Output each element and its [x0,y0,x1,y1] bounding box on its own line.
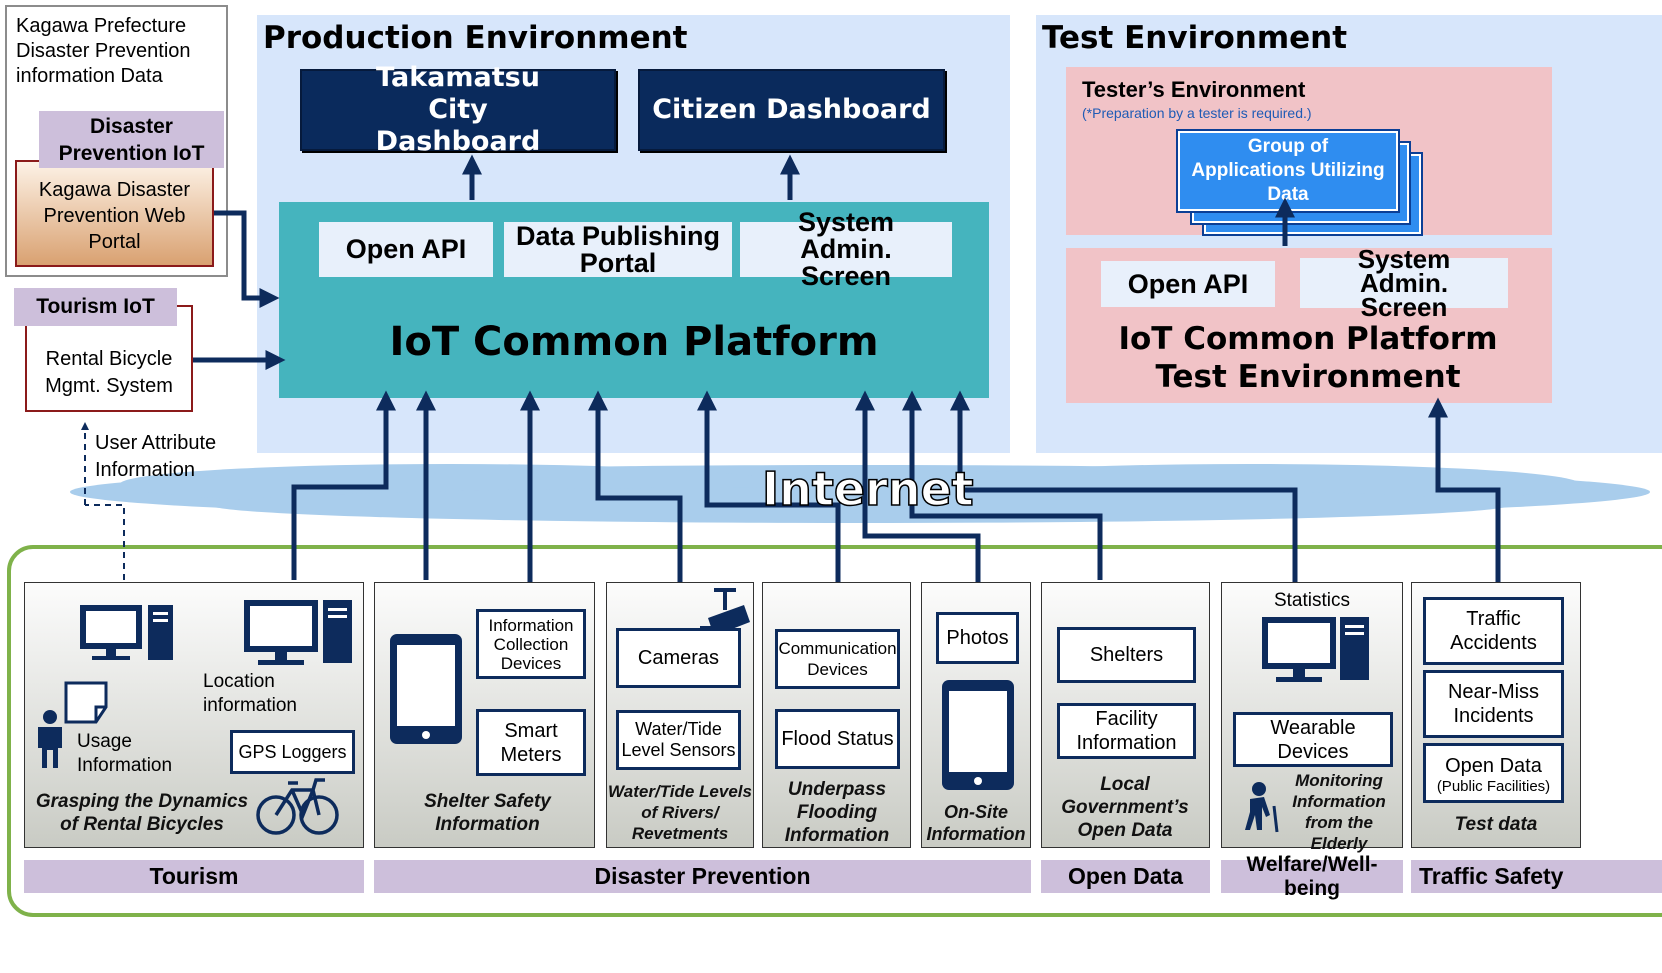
open-data-box[interactable]: Open Data (Public Facilities) [1423,743,1564,803]
computer-icon-3 [1262,617,1369,682]
disaster-prevention-iot-label: Disaster Prevention IoT [39,111,224,168]
traffic-caption: Test data [1454,813,1538,835]
data-sources-frame [7,545,1662,917]
near-miss-box[interactable]: Near-Miss Incidents [1423,670,1564,738]
shelter-caption: Shelter Safety Information [424,791,551,835]
category-open-data: Open Data [1041,860,1210,893]
test-admin-screen-box[interactable]: System Admin. Screen [1300,246,1508,320]
category-tourism: Tourism [24,860,364,893]
person-document-icon [38,681,108,768]
gps-loggers-box[interactable]: GPS Loggers [230,730,355,774]
open-api-box[interactable]: Open API [319,222,493,277]
water-sensors-box[interactable]: Water/Tide Level Sensors [616,710,741,770]
underpass-caption: Underpass Flooding Information [784,778,890,846]
production-environment-title: Production Environment [263,20,688,56]
data-publishing-portal-box[interactable]: Data Publishing Portal [504,222,732,277]
platform-title: IoT Common Platform [389,319,879,365]
cameras-box[interactable]: Cameras [616,628,741,688]
statistics-label: Statistics [1273,590,1351,611]
test-platform-title: IoT Common Platform Test Environment [1118,321,1498,395]
info-collection-devices-box[interactable]: Information Collection Devices [476,609,586,679]
category-welfare: Welfare/Well-being [1221,853,1403,900]
water-caption: Water/Tide Levels of Rivers/ Revetments [608,781,752,843]
rental-bicycle-system-label: Rental Bicycle Mgmt. System [45,348,173,397]
kagawa-portal-label: Kagawa Disaster Prevention Web Portal [38,179,191,253]
smart-meters-box[interactable]: Smart Meters [476,709,586,776]
category-traffic-safety: Traffic Safety [1411,860,1662,893]
bicycle-icon [256,778,339,835]
opendata-caption: Local Government’s Open Data [1061,773,1189,841]
open-data-sub-label: (Public Facilities) [1436,778,1551,795]
internet-label: Internet [761,461,974,517]
elderly-person-icon [1245,782,1279,833]
citizen-dashboard[interactable]: Citizen Dashboard [638,69,945,151]
welfare-caption: Monitoring Information from the Elderly [1292,771,1386,853]
test-environment-title: Test Environment [1042,20,1348,56]
user-attribute-label: User Attribute Information [95,432,217,481]
tester-note: (*Preparation by a tester is required.) [1082,105,1312,121]
communication-devices-box[interactable]: Communication Devices [775,629,900,689]
photos-box[interactable]: Photos [936,612,1019,664]
location-info-label: Location information [203,671,297,716]
tourism-caption: Grasping the Dynamics of Rental Bicycles [35,791,249,835]
computer-icon [80,605,173,660]
facility-info-box[interactable]: Facility Information [1057,703,1196,759]
shelters-box[interactable]: Shelters [1057,627,1196,683]
traffic-accidents-box[interactable]: Traffic Accidents [1423,597,1564,665]
wearable-devices-box[interactable]: Wearable Devices [1233,712,1393,767]
category-disaster-prevention: Disaster Prevention [374,860,1031,893]
test-open-api-box[interactable]: Open API [1101,261,1275,307]
computer-icon-2 [244,600,352,665]
kagawa-title: Kagawa Prefecture Disaster Prevention in… [16,15,191,87]
tourism-iot-label: Tourism IoT [14,288,177,326]
usage-info-label: Usage Information [77,731,173,776]
open-data-label: Open Data [1445,755,1542,777]
tester-environment-title: Tester’s Environment [1082,77,1306,102]
flood-status-box[interactable]: Flood Status [775,709,900,769]
onsite-caption: On-Site Information [926,802,1026,844]
